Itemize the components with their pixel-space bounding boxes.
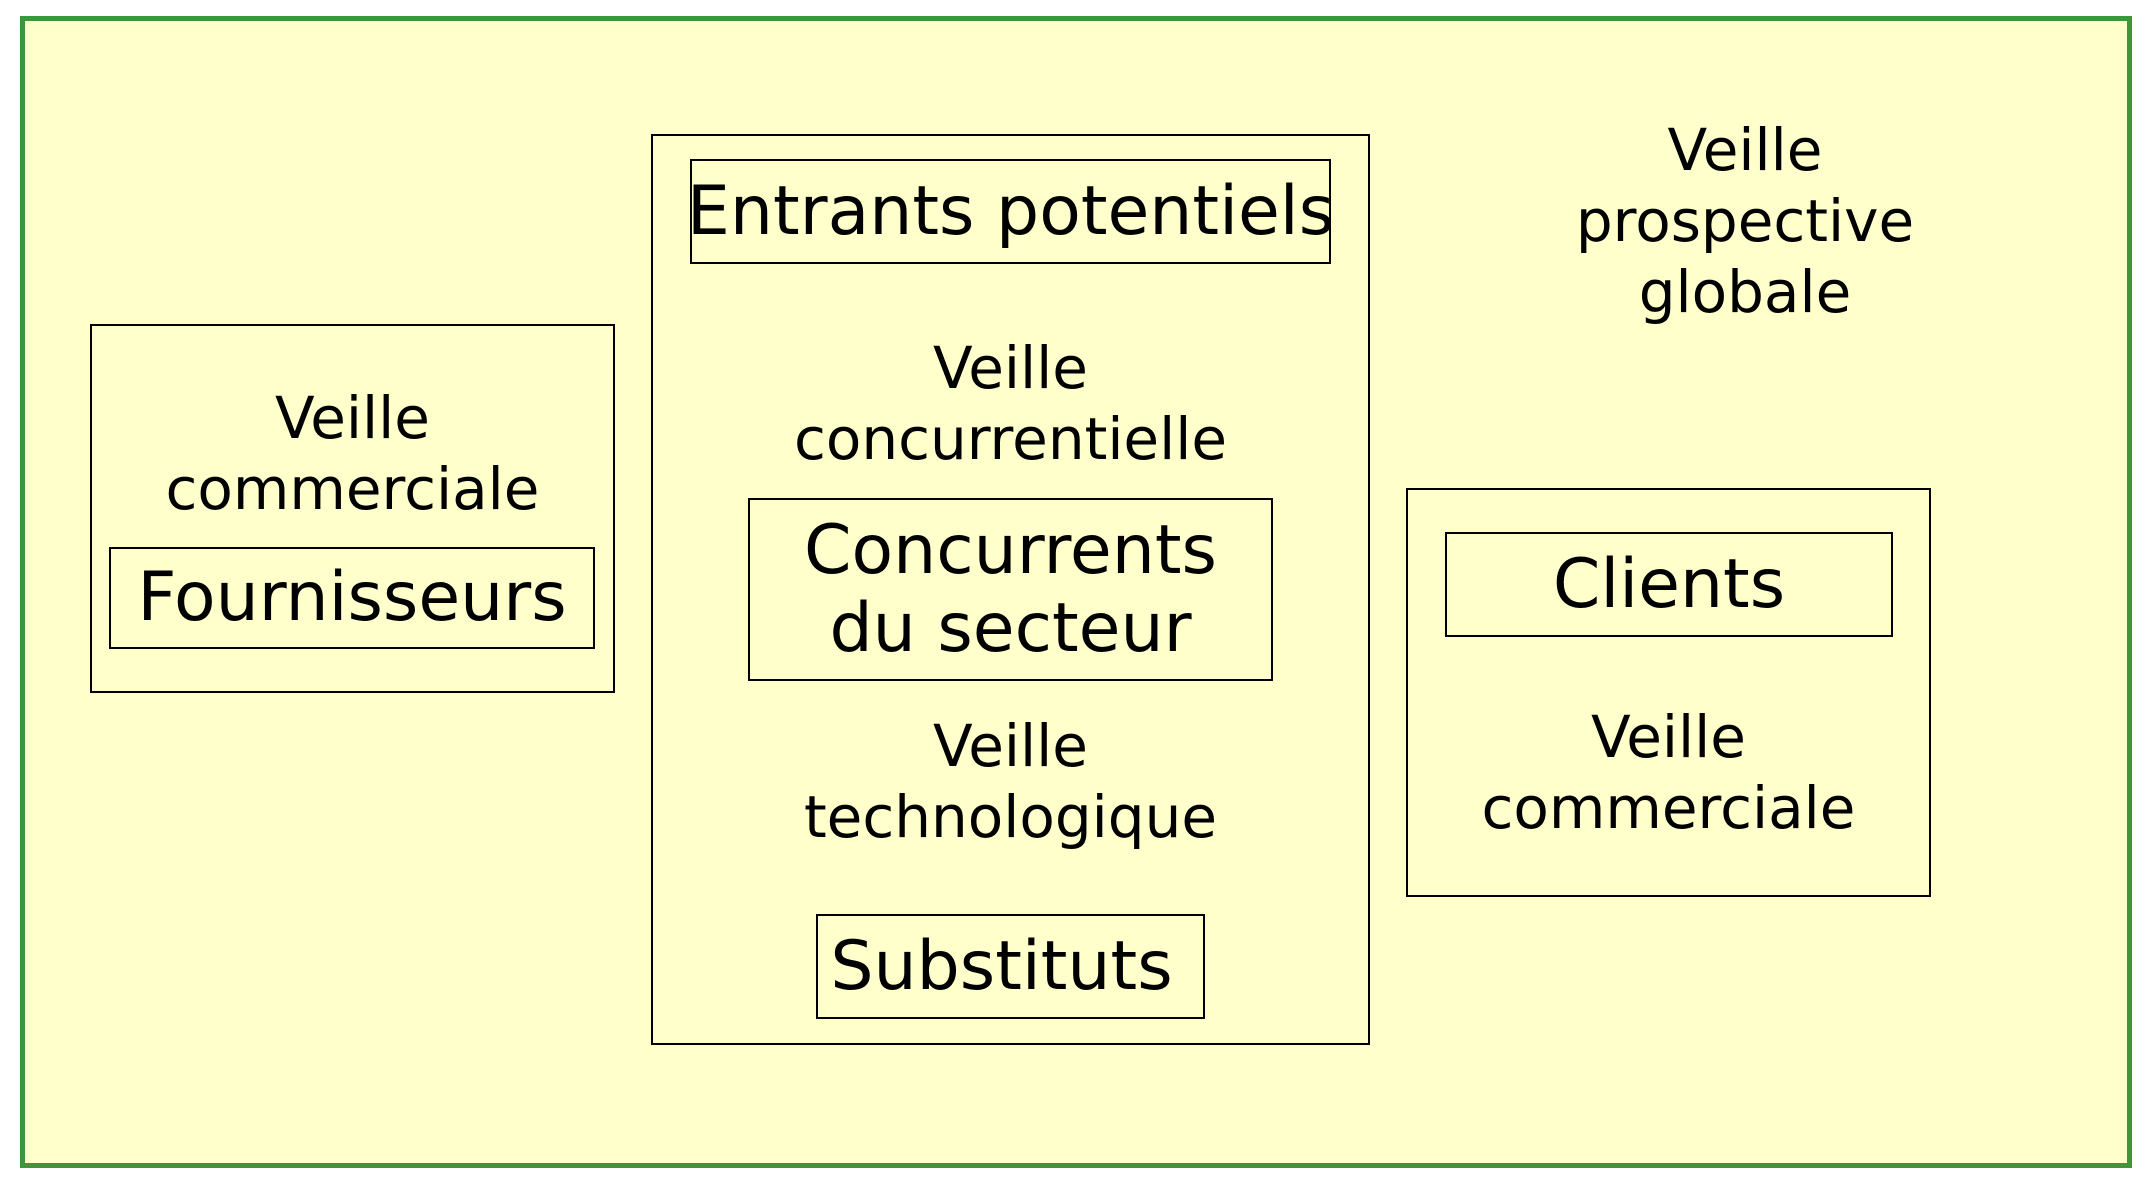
right-group-box — [1406, 488, 1931, 897]
entrants-potentiels-label: Entrants potentiels — [686, 171, 1335, 251]
veille-prospective-globale-label: Veille prospective globale — [1575, 116, 1915, 326]
entrants-potentiels-box: Entrants potentiels — [686, 159, 1335, 264]
veille-commerciale-left-label: Veille commerciale — [165, 384, 540, 523]
substituts-box: Substituts — [816, 914, 1205, 1019]
concurrents-secteur-box: Concurrents du secteur — [748, 498, 1273, 681]
concurrents-secteur-label: Concurrents du secteur — [804, 510, 1217, 668]
substituts-label: Substituts — [830, 926, 1173, 1006]
veille-concurrentielle-label: Veille concurrentielle — [793, 334, 1228, 473]
center-group-box — [651, 134, 1370, 1045]
left-group-box — [90, 324, 615, 693]
clients-box: Clients — [1445, 532, 1893, 637]
veille-technologique-label: Veille technologique — [803, 712, 1218, 851]
veille-commerciale-right-label: Veille commerciale — [1481, 703, 1856, 842]
fournisseurs-box: Fournisseurs — [109, 547, 595, 649]
diagram-frame — [20, 16, 2132, 1168]
clients-label: Clients — [1552, 544, 1786, 624]
fournisseurs-label: Fournisseurs — [137, 558, 567, 637]
